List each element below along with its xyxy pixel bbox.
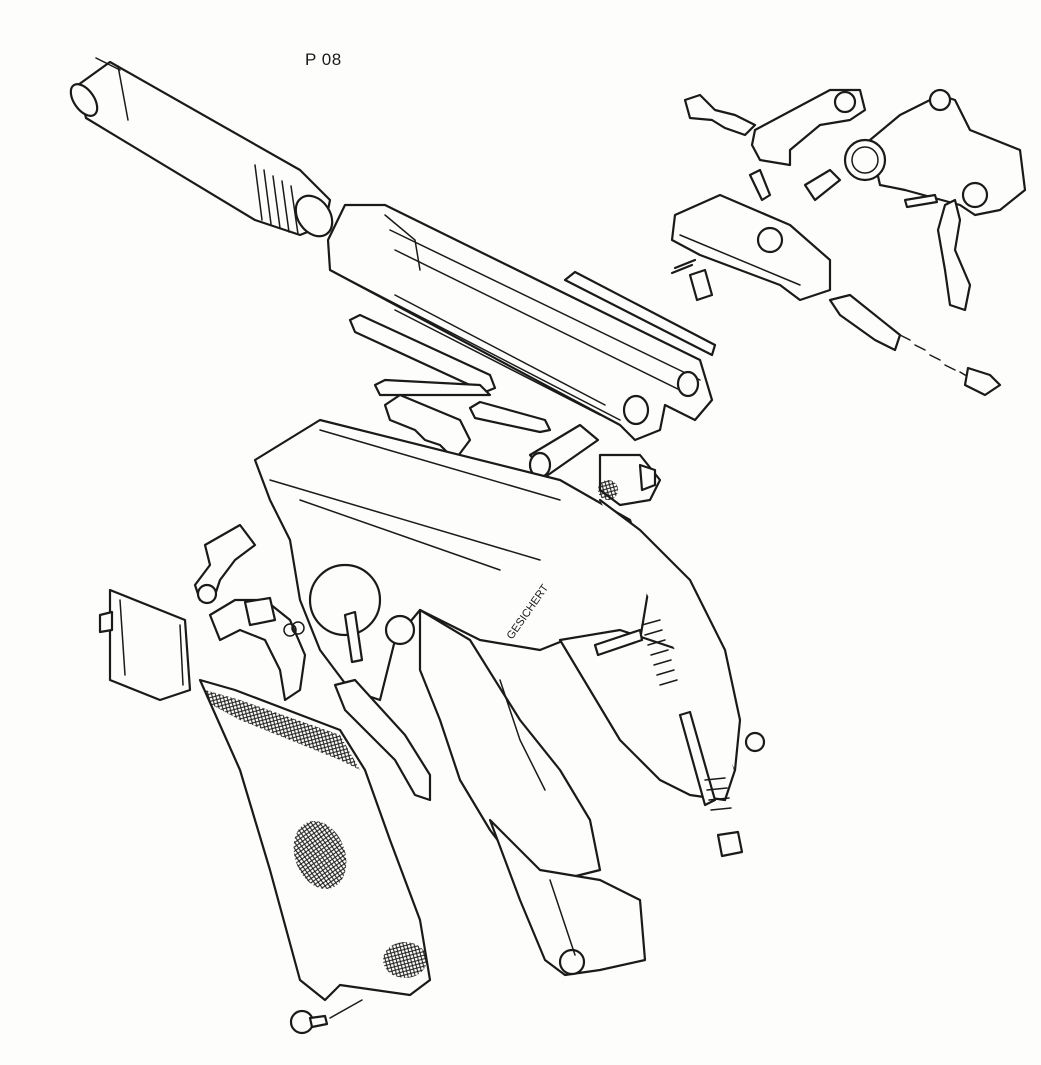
receiver bbox=[326, 203, 714, 442]
sideplate bbox=[98, 588, 192, 702]
springs-and-pins bbox=[593, 453, 766, 858]
diagram-title: P 08 bbox=[305, 50, 342, 69]
magazine bbox=[488, 818, 647, 977]
toggle-assembly bbox=[670, 88, 1027, 397]
grip-screw bbox=[289, 999, 363, 1035]
small-parts-left bbox=[193, 523, 432, 802]
barrel bbox=[69, 57, 334, 238]
small-parts-center bbox=[348, 270, 717, 479]
grip-panel bbox=[198, 678, 432, 1002]
